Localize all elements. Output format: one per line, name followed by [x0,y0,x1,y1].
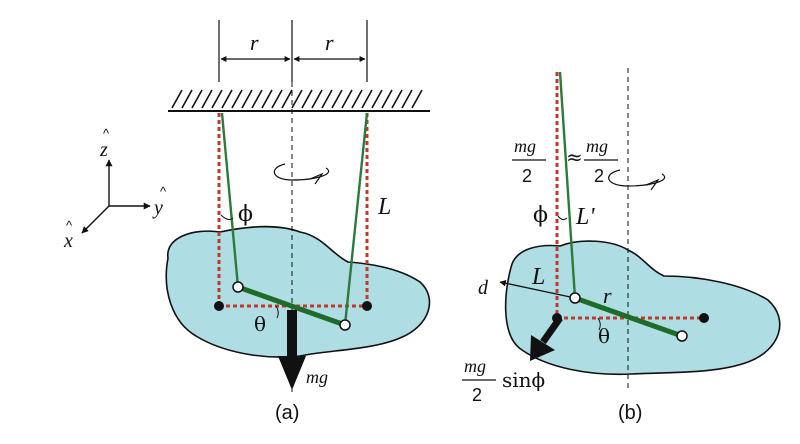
label-phi-a: ϕ [238,202,253,227]
caption-a: (a) [275,402,299,424]
label-theta-b: θ [598,324,610,348]
label-r-left: r [250,30,259,55]
axis-y-label: y [152,197,163,219]
theta-arc-b [597,317,601,331]
attach-left-a [232,281,244,293]
force-fn: sinϕ [502,368,545,392]
label-r-right: r [325,30,334,55]
theta-arc-a [275,305,279,319]
pivot-left-a [214,301,224,311]
tension-right-num: mg [586,136,608,156]
attach-right-a [339,319,351,331]
pivot-right-a [362,301,372,311]
phi-arc-a [220,214,234,220]
attach-right-b [676,330,688,342]
rotation-indicator-a [273,163,329,185]
pivot-b [552,313,562,323]
axis-y-hat: ^ [160,184,167,199]
panel-a: r r mg [165,20,431,424]
label-phi-b: ϕ [533,203,548,228]
attach-left-b [569,292,581,304]
suspended-object [165,225,431,358]
label-theta-a: θ [254,312,266,336]
d-arrow [499,280,576,299]
rotation-indicator-b [608,169,665,191]
force-den: 2 [472,385,482,405]
tension-left-num: mg [514,136,536,156]
dimension-lines [218,20,368,82]
caption-b: (b) [618,402,642,424]
approx-sign: ≈ [566,145,583,169]
axis-z-label: z [99,139,108,161]
strings-a [220,112,369,326]
label-r-b: r [603,283,612,308]
suspended-object-b [504,240,781,376]
tension-left-den: 2 [522,166,532,186]
tension-right-den: 2 [594,166,604,186]
phi-arc-b [557,215,568,221]
ceiling-hatch [168,89,430,112]
label-L-b: L [531,264,545,290]
label-L-prime: L' [575,204,595,230]
label-d: d [478,277,489,299]
pivot-right-b [699,313,709,323]
axis-z-hat: ^ [103,126,110,141]
axis-x-label: x [63,230,73,252]
label-mg: mg [306,367,328,387]
weight-arrow [278,310,306,390]
panel-b: d mg 2 ≈ mg 2 ϕ L' L r θ m [462,68,781,424]
bar-a [237,284,346,328]
axis-x-hat: ^ [66,218,73,233]
bar-b [574,295,683,339]
coordinate-axes: z ^ y ^ x ^ [63,126,167,252]
string-b [558,71,577,299]
force-num: mg [464,356,486,376]
label-L-a: L [377,194,391,220]
